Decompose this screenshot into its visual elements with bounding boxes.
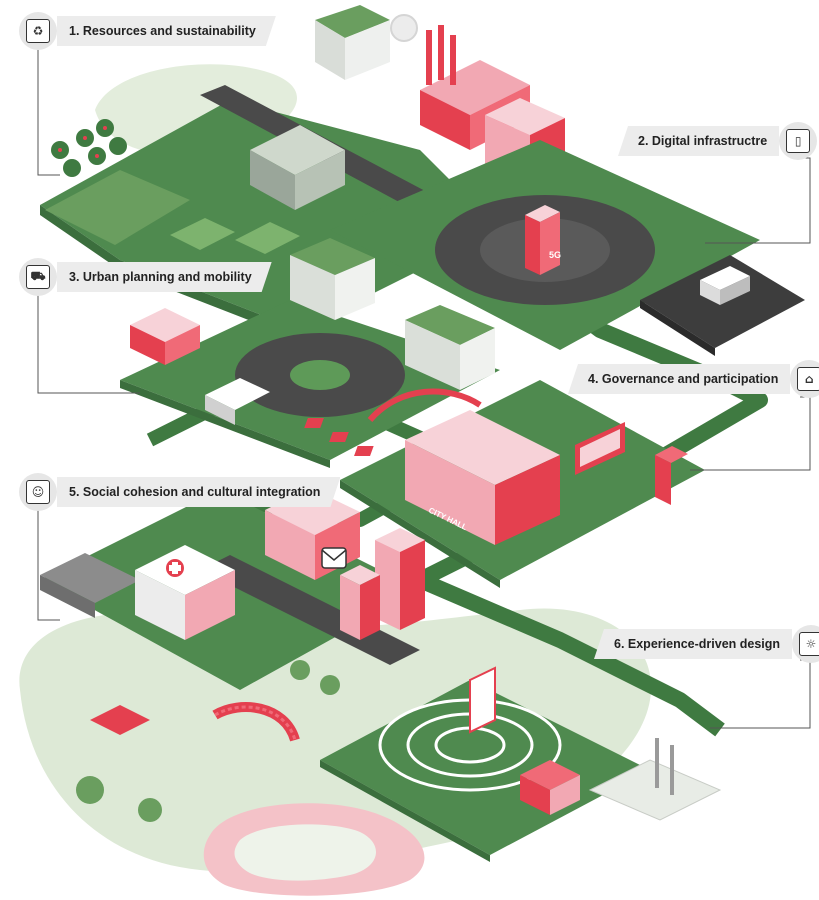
apartment-building-right <box>405 305 495 390</box>
red-shop <box>130 308 200 365</box>
label-social-text: 5. Social cohesion and cultural integrat… <box>57 477 340 507</box>
block-experience <box>320 680 650 855</box>
block-governance-edge <box>340 480 500 588</box>
kiosk <box>655 446 688 505</box>
label-urban: ⛟ 3. Urban planning and mobility <box>19 258 272 296</box>
orchard-trees <box>51 119 127 177</box>
recycle-icon: ♻ <box>19 12 57 50</box>
hospital <box>135 545 235 640</box>
label-resources: ♻ 1. Resources and sustainability <box>19 12 276 50</box>
block-experience-edge <box>320 760 490 862</box>
billboard <box>575 422 625 475</box>
red-house <box>520 760 580 815</box>
field-tiles <box>45 170 190 245</box>
info-board <box>469 666 496 734</box>
smartphone-icon: ▯ <box>779 122 818 160</box>
city-hall-building <box>304 410 560 545</box>
label-governance: 4. Governance and participation ⌂ <box>568 360 819 398</box>
block-resources-edge <box>40 205 300 340</box>
bus <box>205 378 270 425</box>
label-digital: 2. Digital infrastructre ▯ <box>618 122 818 160</box>
autonomous-van <box>700 266 750 305</box>
label-social: ☺ 5. Social cohesion and cultural integr… <box>19 473 340 511</box>
white-blob-inner <box>234 824 377 881</box>
green-roof-building-top <box>315 5 390 80</box>
sun-icon <box>390 14 418 42</box>
parking-platform-edge <box>640 300 715 356</box>
block-urban-edge <box>120 380 330 468</box>
label-digital-text: 2. Digital infrastructre <box>618 126 780 156</box>
network-sign: 5G <box>549 250 561 260</box>
label-governance-text: 4. Governance and participation <box>568 364 791 394</box>
park-trees <box>76 660 340 822</box>
apartment-building-left <box>290 238 375 320</box>
hedges-1 <box>170 218 235 250</box>
car-signal-icon: ⛟ <box>19 258 57 296</box>
label-resources-text: 1. Resources and sustainability <box>57 16 276 46</box>
pink-towers <box>340 528 425 640</box>
hedges-2 <box>235 222 300 254</box>
label-experience: 6. Experience-driven design ☼ <box>594 625 819 663</box>
vertical-farm-building <box>250 125 345 210</box>
supermarket <box>40 553 140 618</box>
5g-tower <box>525 205 560 275</box>
roundabout-urban-center <box>290 360 350 390</box>
label-urban-text: 3. Urban planning and mobility <box>57 262 272 292</box>
power-station <box>588 738 722 821</box>
playground <box>90 702 300 742</box>
label-experience-text: 6. Experience-driven design <box>594 629 793 659</box>
mail-icon <box>321 547 347 569</box>
bank-person-icon: ⌂ <box>790 360 819 398</box>
red-bridge <box>367 388 482 423</box>
lightbulb-icon: ☼ <box>792 625 819 663</box>
people-icon: ☺ <box>19 473 57 511</box>
